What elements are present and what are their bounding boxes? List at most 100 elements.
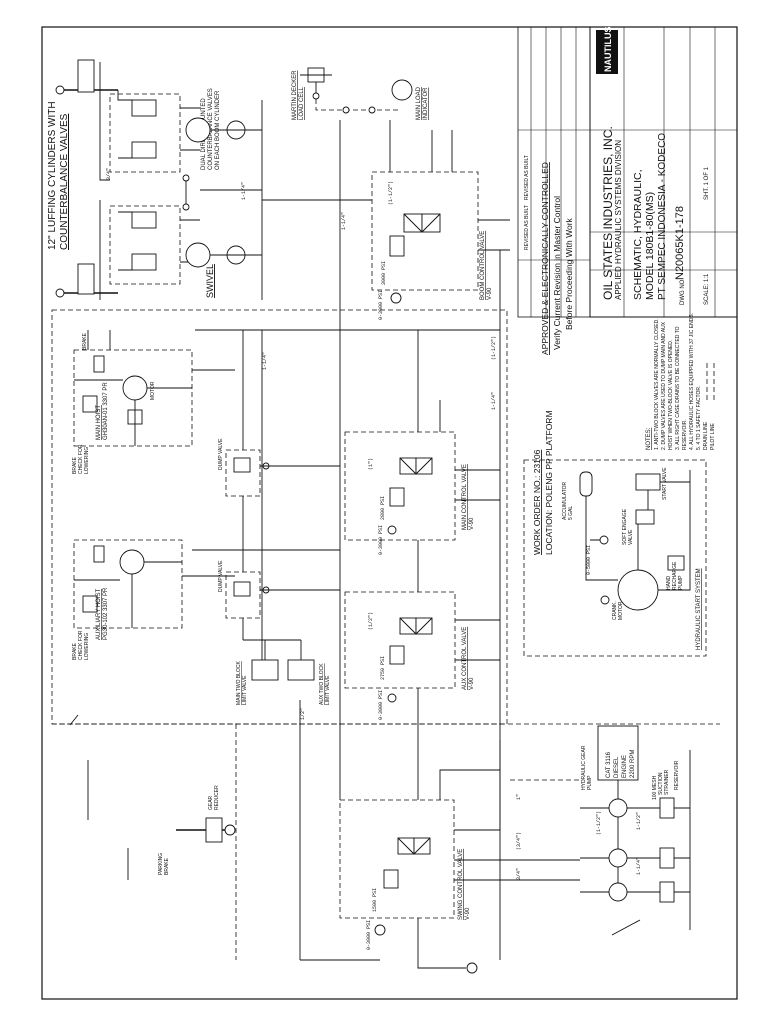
drawing-number: N20065K1-178: [674, 206, 686, 280]
pump-pipe-1: 1-1/2": [636, 812, 642, 830]
swivel-port-2: [185, 242, 211, 268]
aux-control-label-2: V-90: [469, 677, 475, 690]
main-brake-check-3: LOWERING: [84, 447, 90, 474]
dump-valve-aux-label: DUMP VALVE: [218, 560, 224, 592]
luffing-pipe-1: 1-1/4": [241, 182, 247, 200]
accumulator-gauge: 0-5000 PSI: [586, 545, 592, 575]
parking-brake-label-2: BRAKE: [164, 857, 170, 875]
hydraulic-start-system-group: HYDRAULIC START SYSTEM ACCUMULATOR 5 GAL…: [523, 459, 707, 657]
location: LOCATION: POLENG PP PLATFORM: [544, 410, 554, 555]
crank-motor: [617, 569, 659, 611]
note-4: 4. ALL HYDRAULIC HOSES EQUIPPED WITH 37 …: [689, 313, 695, 450]
brand-logo: NAUTILUS: [603, 27, 613, 73]
load-cell-label-2: LOAD CELL: [299, 86, 305, 120]
strainer-label-2: SUCTION: [658, 772, 664, 795]
main-control-pipe: (1"): [368, 458, 374, 470]
main-hoist-label-1: MAIN HOIST: [96, 405, 102, 440]
drawing-number-label: DWG NO.: [680, 278, 686, 305]
swing-control-label-2: V-90: [465, 907, 471, 920]
boom-pipe-2: (1-1/2"): [388, 181, 394, 205]
strainer-label-1: 100 MESH: [652, 775, 658, 800]
dump-valve-main-label: DUMP VALVE: [218, 438, 224, 470]
strainer-3: [659, 881, 675, 903]
soft-engage-label-1: SOFT ENGAGE: [622, 508, 628, 545]
revision-row-b: REVISED AS BUILT: [524, 155, 530, 200]
aux-hoist-box: [73, 539, 183, 629]
main-two-block-label-1: MAIN TWO BLOCK: [236, 661, 242, 705]
boom-pipe-1: 1-1/4": [341, 212, 347, 230]
swing-pipe-2: 1": [516, 794, 522, 800]
work-order: WORK ORDER NO.: 23106: [532, 449, 542, 555]
main-brake-check-2: CHECK FOR: [78, 444, 84, 474]
aux-control-label-1: AUX CONTROL VALVE: [462, 627, 468, 690]
boom-control-valve-group: BOOM CONTROL VALVE V-90 3000 PSI 0-3000 …: [262, 120, 510, 430]
trunk-pipe-2: 1/2": [300, 708, 306, 720]
company-division: APPLIED HYDRAULIC SYSTEMS DIVISION: [614, 140, 623, 300]
title-block: OIL STATES INDUSTRIES, INC. APPLIED HYDR…: [524, 27, 710, 556]
engine-label-4: 2200 RPM: [630, 750, 636, 778]
strainer-2: [659, 847, 675, 869]
gear-reducer-label-2: REDUCER: [214, 785, 220, 810]
reservoir-label: RESERVOIR: [674, 760, 680, 790]
aux-two-block-label-1: AUX TWO BLOCK: [319, 663, 325, 705]
strainer-label-3: STRAINER: [664, 769, 670, 795]
note-2b: HOIST WHEN TWO-BLOCK VALVE IS OPENED.: [668, 340, 674, 450]
load-cell-group: MARTIN DECKER LOAD CELL MAIN LOAD INDICA…: [292, 67, 429, 120]
accumulator-label-1: ACCUMULATOR: [562, 481, 568, 520]
main-control-label-2: V-90: [469, 517, 475, 530]
hand-pump-label-1: HAND: [666, 575, 672, 590]
engine-label-2: DIESEL: [614, 756, 620, 778]
hand-pump-label-2: RECHARGE: [672, 561, 678, 590]
counterbalance-box-lower: [109, 205, 181, 285]
luffing-title-line-2: COUNTERBALANCE VALVES: [59, 113, 70, 250]
gear-pump-label-2: PUMP: [587, 775, 593, 790]
two-block-valves-group: MAIN TWO BLOCK LIMIT VALVE AUX TWO BLOCK…: [236, 639, 331, 705]
main-brake-check-1: BRAKE: [72, 456, 78, 474]
aux-brake-check-2: CHECK FOR: [78, 630, 84, 660]
main-control-gauge: 0-3000 PSI: [378, 525, 384, 555]
gear-pump-1: [608, 798, 628, 818]
aux-control-valve-box: [344, 591, 456, 689]
hydraulic-start-box: [523, 459, 707, 657]
aux-hoist-label-2: PG30-102 3307 PR: [103, 587, 109, 640]
main-control-valve-box: [344, 431, 456, 541]
aux-control-gauge: 0-3000 PSI: [378, 690, 384, 720]
swing-control-valve-box: [339, 799, 455, 919]
drawing-border: [41, 26, 738, 1000]
aux-brake-check-3: LOWERING: [84, 633, 90, 660]
swing-control-label-1: SWING CONTROL VALVE: [458, 849, 464, 920]
revision-table: [517, 26, 591, 318]
swing-relief: 1500 PSI: [372, 888, 378, 912]
load-cell-label-1: MARTIN DECKER: [292, 70, 298, 120]
dump-valves-group: DUMP VALVE DUMP VALVE: [218, 330, 340, 640]
main-load-indicator-label-2: INDICATOR: [423, 87, 429, 120]
hand-recharge-pump: [667, 555, 685, 571]
luffing-cylinder-upper: [77, 59, 95, 93]
main-hoist-brake: [93, 355, 105, 373]
notes-group: NOTES: 1. ANTI-TWO BLOCK VALVES ARE NORM…: [646, 313, 716, 450]
main-two-block-label-2: LIMIT VALVE: [242, 675, 248, 705]
trunk-pipe-3: 3/4": [516, 868, 522, 880]
trunk-pipe-4: 1-1/4": [491, 392, 497, 410]
accumulator-label-2: 5 GAL: [568, 506, 574, 520]
boom-relief: 3000 PSI: [381, 261, 387, 285]
dump-valve-main-box: [225, 449, 261, 497]
gear-pump-label-1: HYDRAULIC GEAR: [581, 745, 587, 790]
boom-control-label-1: BOOM CONTROL VALVE: [480, 231, 486, 300]
boom-control-valve-box: [371, 171, 479, 291]
main-hoist-group: MAIN HOIST GH30AN-01 3307 PR BRAKE MOTOR…: [51, 309, 508, 725]
main-control-valve-group: MAIN CONTROL VALVE V-90 2800 PSI 0-3000 …: [344, 330, 500, 560]
aux-control-pipe: (1/2"): [368, 612, 374, 630]
boundary-box-upper: [51, 309, 508, 725]
gear-pump-2: [608, 848, 628, 868]
aux-hoist-brake: [93, 545, 105, 563]
diesel-engine: [597, 725, 639, 781]
main-two-block-valve: [251, 659, 279, 681]
aux-two-block-label-2: LIMIT VALVE: [325, 675, 331, 705]
trunk-pipe-5: (1-1/2"): [491, 336, 497, 360]
luffing-cylinders-group: 12" LUFFING CYLINDERS WITH COUNTERBALANC…: [47, 59, 263, 300]
aux-control-relief: 2750 PSI: [380, 656, 386, 680]
luffing-pipe-2: 3/4": [106, 168, 112, 180]
note-2: 2. DUMP VALVES ARE USED TO DUMP MAIN AND…: [661, 321, 667, 450]
luffing-cylinder-lower: [77, 263, 95, 295]
